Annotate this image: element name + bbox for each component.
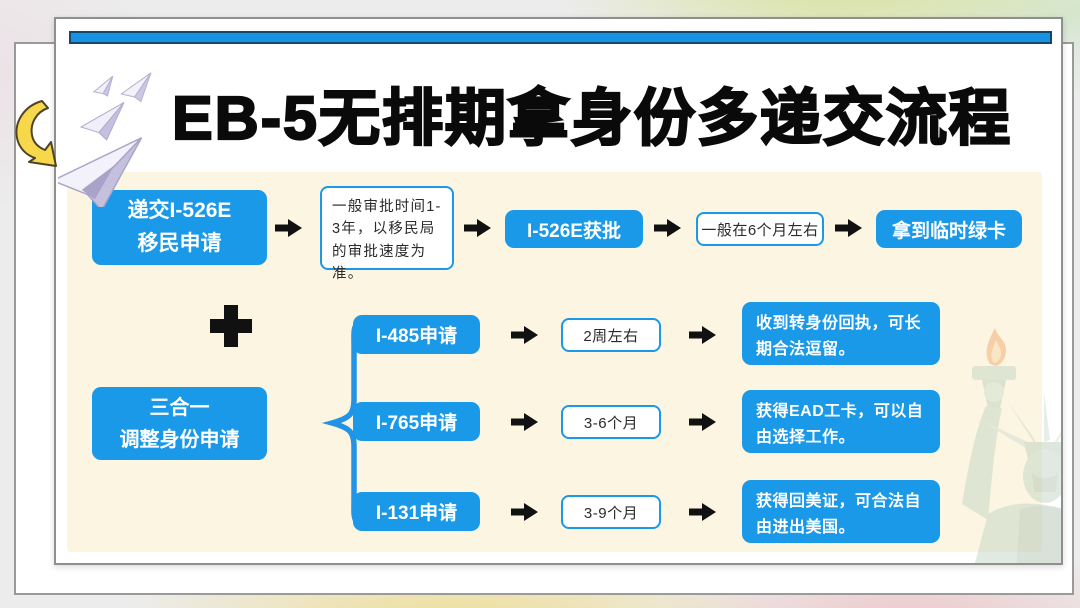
arrow-right-icon (835, 219, 862, 237)
result-i131: 获得回美证，可合法自由进出美国。 (742, 480, 940, 543)
result-i765: 获得EAD工卡，可以自由选择工作。 (742, 390, 940, 453)
arrow-right-icon (464, 219, 491, 237)
arrow-right-icon (689, 326, 716, 344)
step-submit-i526e: 递交I-526E 移民申请 (92, 190, 267, 265)
main-card: EB-5无排期拿身份多递交流程 递交I-526E 移民申请 一般审批时间1-3年… (54, 17, 1063, 565)
step-i765: I-765申请 (353, 402, 480, 441)
arrow-right-icon (511, 413, 538, 431)
paper-planes-icon (58, 72, 152, 207)
duration-i131: 3-9个月 (561, 495, 661, 529)
step-temp-green-card: 拿到临时绿卡 (876, 210, 1022, 248)
duration-i485: 2周左右 (561, 318, 661, 352)
note-six-months: 一般在6个月左右 (696, 212, 824, 246)
arrow-right-icon (689, 413, 716, 431)
step-i131: I-131申请 (353, 492, 480, 531)
arrow-right-icon (275, 219, 302, 237)
top-accent-bar (69, 31, 1052, 44)
arrow-right-icon (654, 219, 681, 237)
arrow-right-icon (689, 503, 716, 521)
note-approval-time: 一般审批时间1-3年，以移民局的审批速度为准。 (320, 186, 454, 282)
arrow-right-icon (511, 326, 538, 344)
curved-arrow-icon (15, 100, 57, 167)
step-i526e-approved: I-526E获批 (505, 210, 643, 248)
duration-i765: 3-6个月 (561, 405, 661, 439)
page-title: EB-5无排期拿身份多递交流程 (171, 82, 1012, 152)
flow-diagram: 递交I-526E 移民申请 一般审批时间1-3年，以移民局的审批速度为准。 I-… (56, 19, 1061, 563)
step-i485: I-485申请 (353, 315, 480, 354)
plus-icon (210, 305, 252, 347)
result-i485: 收到转身份回执，可长期合法逗留。 (742, 302, 940, 365)
step-three-in-one: 三合一 调整身份申请 (92, 387, 267, 460)
arrow-right-icon (511, 503, 538, 521)
